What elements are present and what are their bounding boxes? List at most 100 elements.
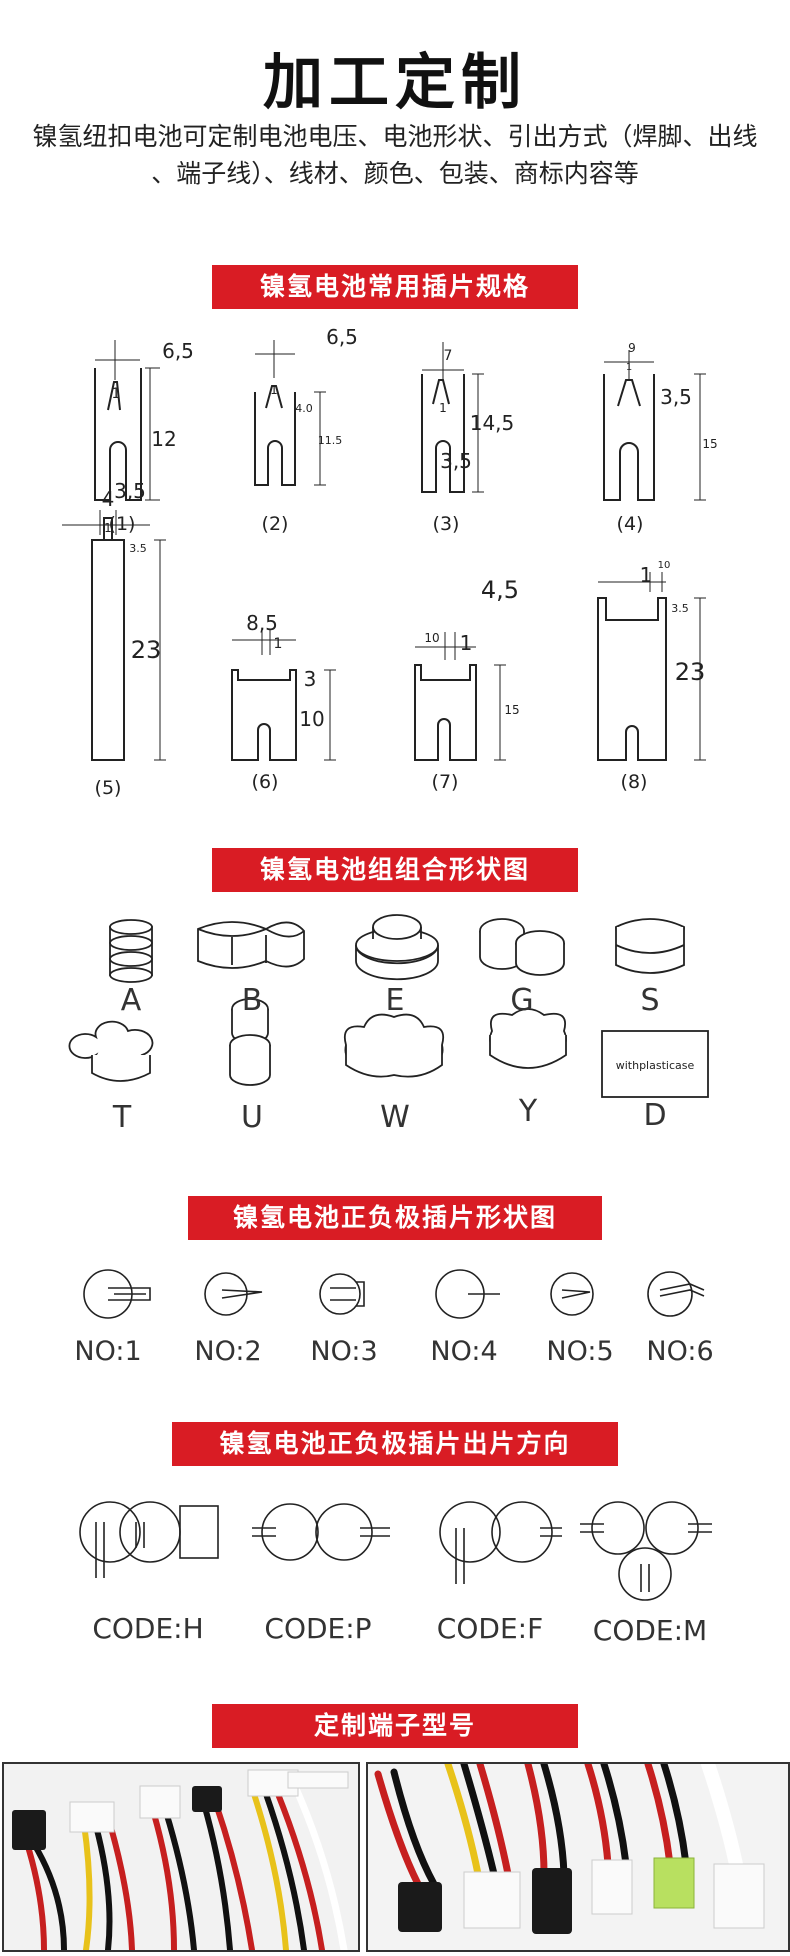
pack-shape-d xyxy=(601,1030,709,1098)
tab-shape-label-1: NO:1 xyxy=(74,1336,141,1367)
terminal-photo-left xyxy=(2,1762,360,1952)
dim-3-d: 14,5 xyxy=(470,411,515,435)
tab-shape-6 xyxy=(647,1271,705,1317)
tab-direction-drawings: CODE:H CODE:P CODE:F CODE:M xyxy=(79,1501,712,1647)
tab-shape-4 xyxy=(435,1269,500,1319)
direction-p xyxy=(252,1503,390,1561)
tab-shape-label-3: NO:3 xyxy=(310,1336,377,1367)
tab-label-2: (2) xyxy=(262,513,289,535)
dim-3-c: 3,5 xyxy=(440,449,472,473)
dim-8-d: 23 xyxy=(675,658,706,686)
dim-2-a: 6,5 xyxy=(326,325,358,349)
tab-shape-1 xyxy=(83,1269,151,1319)
dim-5-c: 3.5 xyxy=(129,542,147,555)
pack-label-u: U xyxy=(241,1100,263,1135)
dim-2-c: 4.0 xyxy=(295,402,313,415)
dim-6-d: 10 xyxy=(299,707,324,731)
pack-label-w: W xyxy=(380,1100,410,1135)
pack-shape-w xyxy=(343,1013,445,1078)
dim-8-a: 1 xyxy=(640,563,653,587)
section-banner-terminals: 定制端子型号 xyxy=(212,1704,578,1748)
pack-label-t: T xyxy=(112,1100,132,1135)
tab-shape-label-6: NO:6 xyxy=(646,1336,713,1367)
tab-label-4: (4) xyxy=(617,513,644,535)
section-banner-tab-specs: 镍氢电池常用插片规格 xyxy=(212,265,578,309)
pack-label-a: A xyxy=(121,983,142,1018)
pack-shape-e xyxy=(355,914,439,981)
dim-3-b: 1 xyxy=(439,401,447,415)
direction-m xyxy=(580,1501,712,1601)
direction-code-p: CODE:P xyxy=(264,1612,371,1645)
pack-shape-u xyxy=(229,998,271,1086)
terminal-photo-right xyxy=(366,1762,790,1952)
direction-code-h: CODE:H xyxy=(92,1612,203,1645)
tab-label-8: (8) xyxy=(621,771,648,793)
pack-label-y: Y xyxy=(518,1094,538,1129)
dim-7-c: 4,5 xyxy=(481,576,519,604)
dim-3-a: 7 xyxy=(444,348,453,364)
dim-7-b: 1 xyxy=(460,631,473,655)
dim-4-b: 1 xyxy=(626,362,632,373)
dim-2-d: 11.5 xyxy=(318,434,343,447)
pack-label-b: B xyxy=(242,983,263,1018)
pack-shape-g xyxy=(479,918,565,976)
dim-1-a: 6,5 xyxy=(162,339,194,363)
dim-1-c: 12 xyxy=(151,427,176,451)
tab-shape-3 xyxy=(319,1273,365,1315)
section-banner-tab-directions: 镍氢电池正负极插片出片方向 xyxy=(172,1422,618,1466)
direction-code-f: CODE:F xyxy=(437,1612,543,1645)
tab-drawing-7 xyxy=(414,632,506,761)
section-banner-pack-shapes: 镍氢电池组组合形状图 xyxy=(212,848,578,892)
pack-shape-d-box-text: withplasticase xyxy=(616,1059,695,1072)
page-title: 加工定制 xyxy=(263,48,527,118)
tab-drawing-2 xyxy=(254,340,326,486)
dim-8-b: 10 xyxy=(658,560,671,571)
tab-drawing-1 xyxy=(94,340,160,501)
tab-label-3: (3) xyxy=(433,513,460,535)
intro-text: 镍氢纽扣电池可定制电池电压、电池形状、引出方式（焊脚、出线 、端子线）、线材、颜… xyxy=(32,122,758,188)
tab-shape-label-2: NO:2 xyxy=(194,1336,261,1367)
pack-label-g: G xyxy=(510,983,533,1018)
dim-5-b: 1 xyxy=(104,521,112,535)
tab-drawing-3 xyxy=(421,342,484,493)
dim-7-a: 10 xyxy=(424,631,439,645)
dim-2-b: 1 xyxy=(270,383,278,397)
tab-label-1: (1) xyxy=(109,513,136,535)
dim-6-b: 1 xyxy=(274,636,283,652)
tab-drawing-6 xyxy=(231,630,336,761)
section-banner-tab-shapes: 镍氢电池正负极插片形状图 xyxy=(188,1196,602,1240)
tab-label-5: (5) xyxy=(95,777,122,799)
tab-shape-label-4: NO:4 xyxy=(430,1336,497,1367)
tab-shape-drawings: NO:1 NO:2 NO:3 NO:4 NO:5 NO:6 xyxy=(74,1269,714,1367)
direction-code-m: CODE:M xyxy=(593,1614,707,1647)
pack-shape-a xyxy=(109,919,153,983)
tab-label-7: (7) xyxy=(432,771,459,793)
pack-shape-y xyxy=(489,1008,567,1069)
pack-label-s: S xyxy=(640,983,659,1018)
dim-8-c: 3.5 xyxy=(671,602,689,615)
dim-6-c: 3 xyxy=(304,667,317,691)
dim-4-a: 9 xyxy=(628,341,636,355)
dim-4-c: 3,5 xyxy=(660,385,692,409)
tab-drawing-8 xyxy=(597,572,706,761)
dim-1-b: 1 xyxy=(112,386,121,402)
pack-label-d: D xyxy=(643,1098,666,1133)
tab-label-6: (6) xyxy=(252,771,279,793)
dim-7-d: 15 xyxy=(504,703,519,717)
dim-4-d: 15 xyxy=(702,437,717,451)
tab-shape-2 xyxy=(204,1272,263,1316)
tab-shape-label-5: NO:5 xyxy=(546,1336,613,1367)
tab-drawing-5 xyxy=(62,510,166,761)
pack-shape-t xyxy=(68,1020,154,1082)
dim-5-a: 4 xyxy=(102,487,115,511)
dim-6-a: 8,5 xyxy=(246,611,278,635)
tab-drawing-4 xyxy=(603,350,706,501)
pack-label-e: E xyxy=(386,983,405,1018)
dim-1-d: 3,5 xyxy=(114,479,146,503)
tab-shape-5 xyxy=(550,1272,594,1316)
direction-h xyxy=(79,1501,219,1578)
pack-shape-s xyxy=(615,918,685,974)
pack-shape-drawings: withplasticase A B E G S T U W Y D xyxy=(68,914,709,1135)
direction-f xyxy=(439,1501,562,1584)
tab-spec-drawings: 6,5 1 12 3,5 6,5 1 4.0 11.5 7 1 3,5 14,5… xyxy=(62,325,718,799)
